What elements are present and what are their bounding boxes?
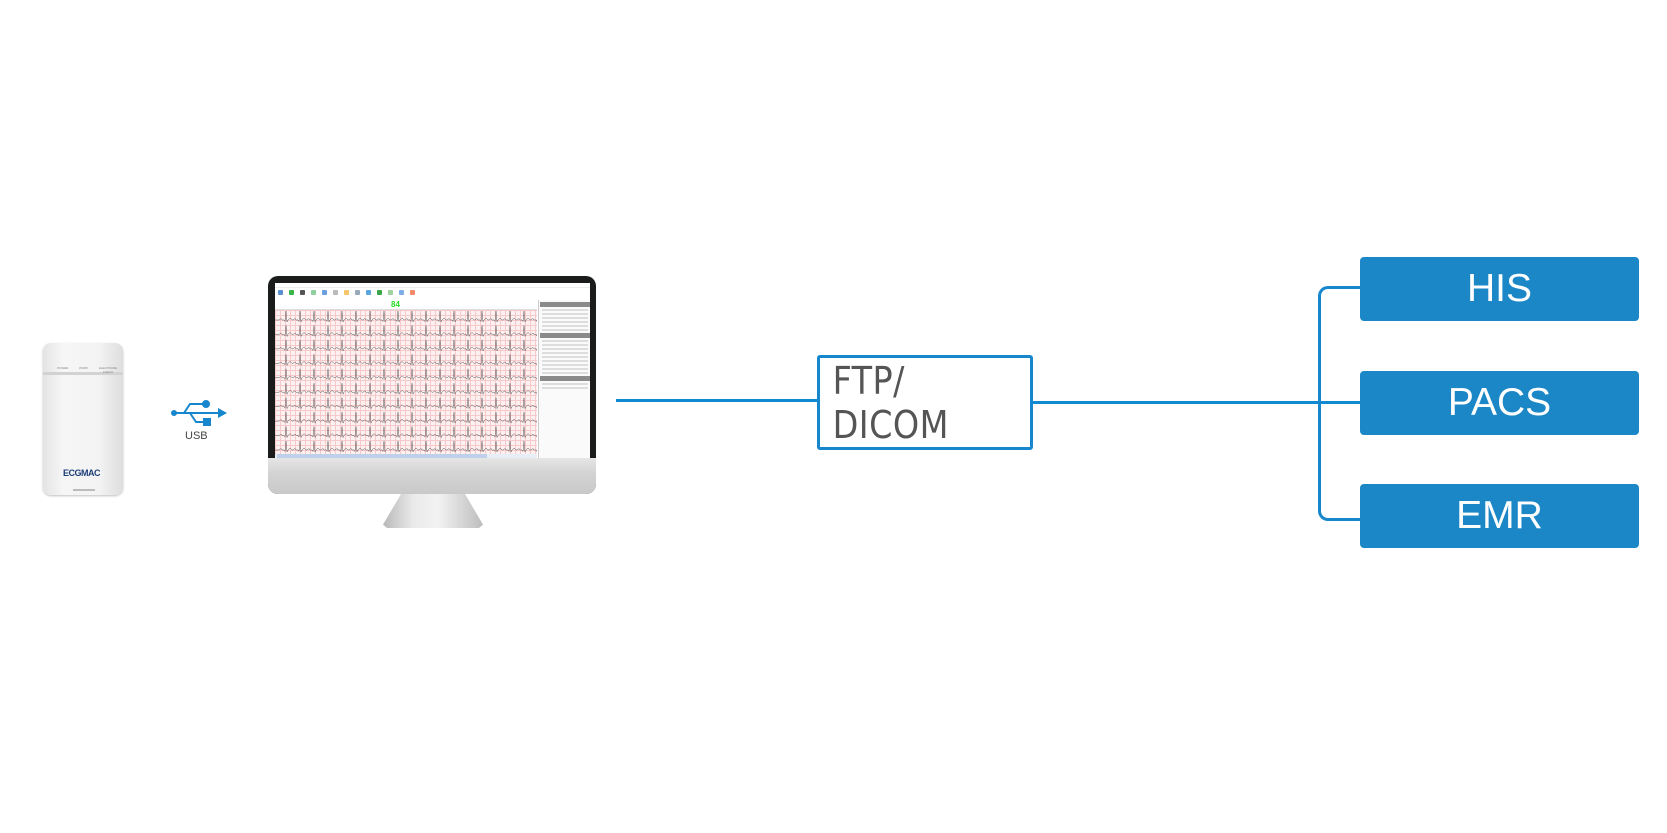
patient-info-panel <box>538 300 590 458</box>
toolbar-icon <box>333 290 338 295</box>
toolbar-icon <box>410 290 415 295</box>
usb-icon <box>171 400 227 426</box>
ecg-lead-trace <box>275 368 545 381</box>
ecg-lead-trace <box>275 325 545 338</box>
ecg-lead-trace <box>275 412 545 425</box>
toolbar-icon <box>388 290 393 295</box>
pacs-label: PACS <box>1447 381 1552 424</box>
connector-line <box>616 399 819 402</box>
emr-box: EMR <box>1360 484 1639 548</box>
toolbar-icon <box>355 290 360 295</box>
usb-label: USB <box>185 430 208 442</box>
emr-label: EMR <box>1456 494 1543 537</box>
toolbar-icon <box>278 290 283 295</box>
device-logo: ECGMAC <box>63 468 101 478</box>
ftp-dicom-label: FTP/ DICOM <box>832 358 949 447</box>
ecg-lead-trace <box>275 426 545 439</box>
toolbar-icon <box>344 290 349 295</box>
toolbar-icon <box>300 290 305 295</box>
device-label-power: POWER <box>57 366 69 370</box>
app-toolbar <box>275 288 590 300</box>
system-bracket <box>1318 286 1360 521</box>
pacs-box: PACS <box>1360 371 1639 435</box>
device-label-work: WORK <box>79 366 89 370</box>
device-indicator-band <box>43 372 123 375</box>
horizontal-scrollbar <box>275 454 537 458</box>
app-titlebar <box>275 283 590 288</box>
device-foot-label <box>73 489 95 491</box>
ftp-dicom-box: FTP/ DICOM <box>817 355 1033 450</box>
toolbar-icon <box>289 290 294 295</box>
ecg-lead-trace <box>275 397 545 410</box>
ecg-lead-trace <box>275 354 545 367</box>
ecg-lead-trace <box>275 339 545 352</box>
heart-rate-readout: 84 <box>391 300 400 309</box>
monitor-chin <box>268 458 596 494</box>
monitor-stand <box>383 494 483 528</box>
ecg-lead-trace <box>275 383 545 396</box>
ecg-recorder-device: POWER WORK ELECTRODE CHECK ECGMAC <box>43 343 123 495</box>
toolbar-icon <box>399 290 404 295</box>
his-box: HIS <box>1360 257 1639 321</box>
ecg-lead-trace <box>275 440 545 453</box>
ecg-traces <box>275 310 545 453</box>
ecg-grid <box>275 310 545 454</box>
monitor-screen: 84 <box>275 283 590 458</box>
toolbar-icon <box>366 290 371 295</box>
device-label-electrode-check: ELECTRODE CHECK <box>98 366 118 374</box>
his-label: HIS <box>1466 267 1532 310</box>
recording-info-bar <box>275 300 537 310</box>
ecg-lead-trace <box>275 310 545 323</box>
toolbar-icon <box>377 290 382 295</box>
toolbar-icon <box>322 290 327 295</box>
connector-line <box>1030 401 1418 404</box>
toolbar-icon <box>311 290 316 295</box>
